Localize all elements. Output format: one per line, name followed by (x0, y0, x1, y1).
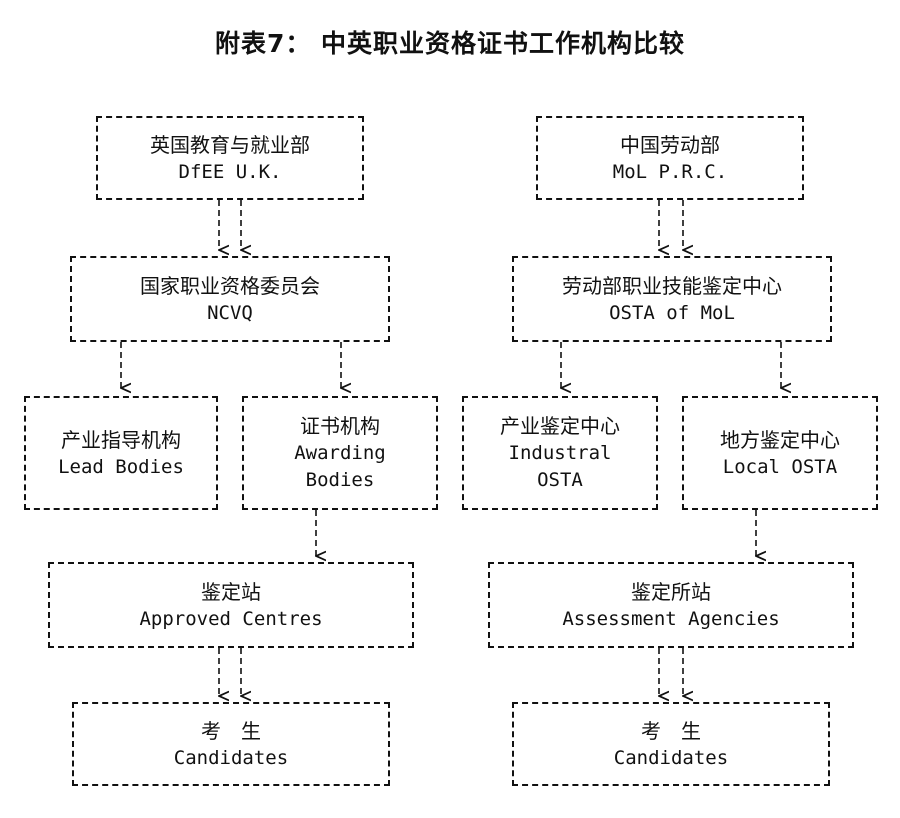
box-ncvq-en: NCVQ (207, 301, 253, 324)
box-local-osta-zh: 地方鉴定中心 (720, 427, 840, 452)
box-dfee-uk-zh: 英国教育与就业部 (150, 132, 310, 157)
box-lead-bodies-zh: 产业指导机构 (61, 427, 181, 452)
box-assessment-agencies-en: Assessment Agencies (562, 607, 780, 630)
box-ncvq-zh: 国家职业资格委员会 (140, 273, 320, 298)
box-approved-centres-en: Approved Centres (139, 607, 323, 630)
box-approved-centres: 鉴定站 Approved Centres (48, 562, 414, 648)
box-uk-candidates: 考 生 Candidates (72, 702, 390, 786)
box-uk-candidates-zh: 考 生 (201, 718, 261, 743)
box-cn-candidates: 考 生 Candidates (512, 702, 830, 786)
box-industrial-osta-zh: 产业鉴定中心 (500, 414, 620, 438)
box-uk-candidates-en: Candidates (173, 746, 289, 769)
box-approved-centres-zh: 鉴定站 (201, 579, 261, 604)
diagram-title: 附表7： 中英职业资格证书工作机构比较 (214, 29, 686, 58)
box-dfee-uk-en: DfEE U.K. (178, 160, 282, 183)
box-industrial-osta: 产业鉴定中心 Industral OSTA (462, 396, 658, 510)
box-cn-candidates-zh: 考 生 (641, 718, 701, 743)
box-industrial-osta-en: Industral OSTA (508, 442, 612, 491)
box-osta-of-mol: 劳动部职业技能鉴定中心 OSTA of MoL (512, 256, 832, 342)
box-assessment-agencies: 鉴定所站 Assessment Agencies (488, 562, 854, 648)
box-lead-bodies-en: Lead Bodies (58, 455, 184, 478)
box-awarding-bodies-zh: 证书机构 (300, 414, 380, 438)
box-osta-of-mol-en: OSTA of MoL (609, 301, 735, 324)
box-lead-bodies: 产业指导机构 Lead Bodies (24, 396, 218, 510)
box-dfee-uk: 英国教育与就业部 DfEE U.K. (96, 116, 364, 200)
box-cn-candidates-en: Candidates (613, 746, 729, 769)
box-local-osta-en: Local OSTA (722, 455, 838, 478)
box-mol-prc: 中国劳动部 MoL P.R.C. (536, 116, 804, 200)
box-awarding-bodies: 证书机构 Awarding Bodies (242, 396, 438, 510)
box-local-osta: 地方鉴定中心 Local OSTA (682, 396, 878, 510)
box-awarding-bodies-en: Awarding Bodies (294, 442, 386, 491)
box-mol-prc-en: MoL P.R.C. (612, 160, 728, 183)
box-osta-of-mol-zh: 劳动部职业技能鉴定中心 (562, 273, 782, 298)
box-assessment-agencies-zh: 鉴定所站 (631, 579, 711, 604)
box-ncvq: 国家职业资格委员会 NCVQ (70, 256, 390, 342)
box-mol-prc-zh: 中国劳动部 (620, 132, 720, 157)
